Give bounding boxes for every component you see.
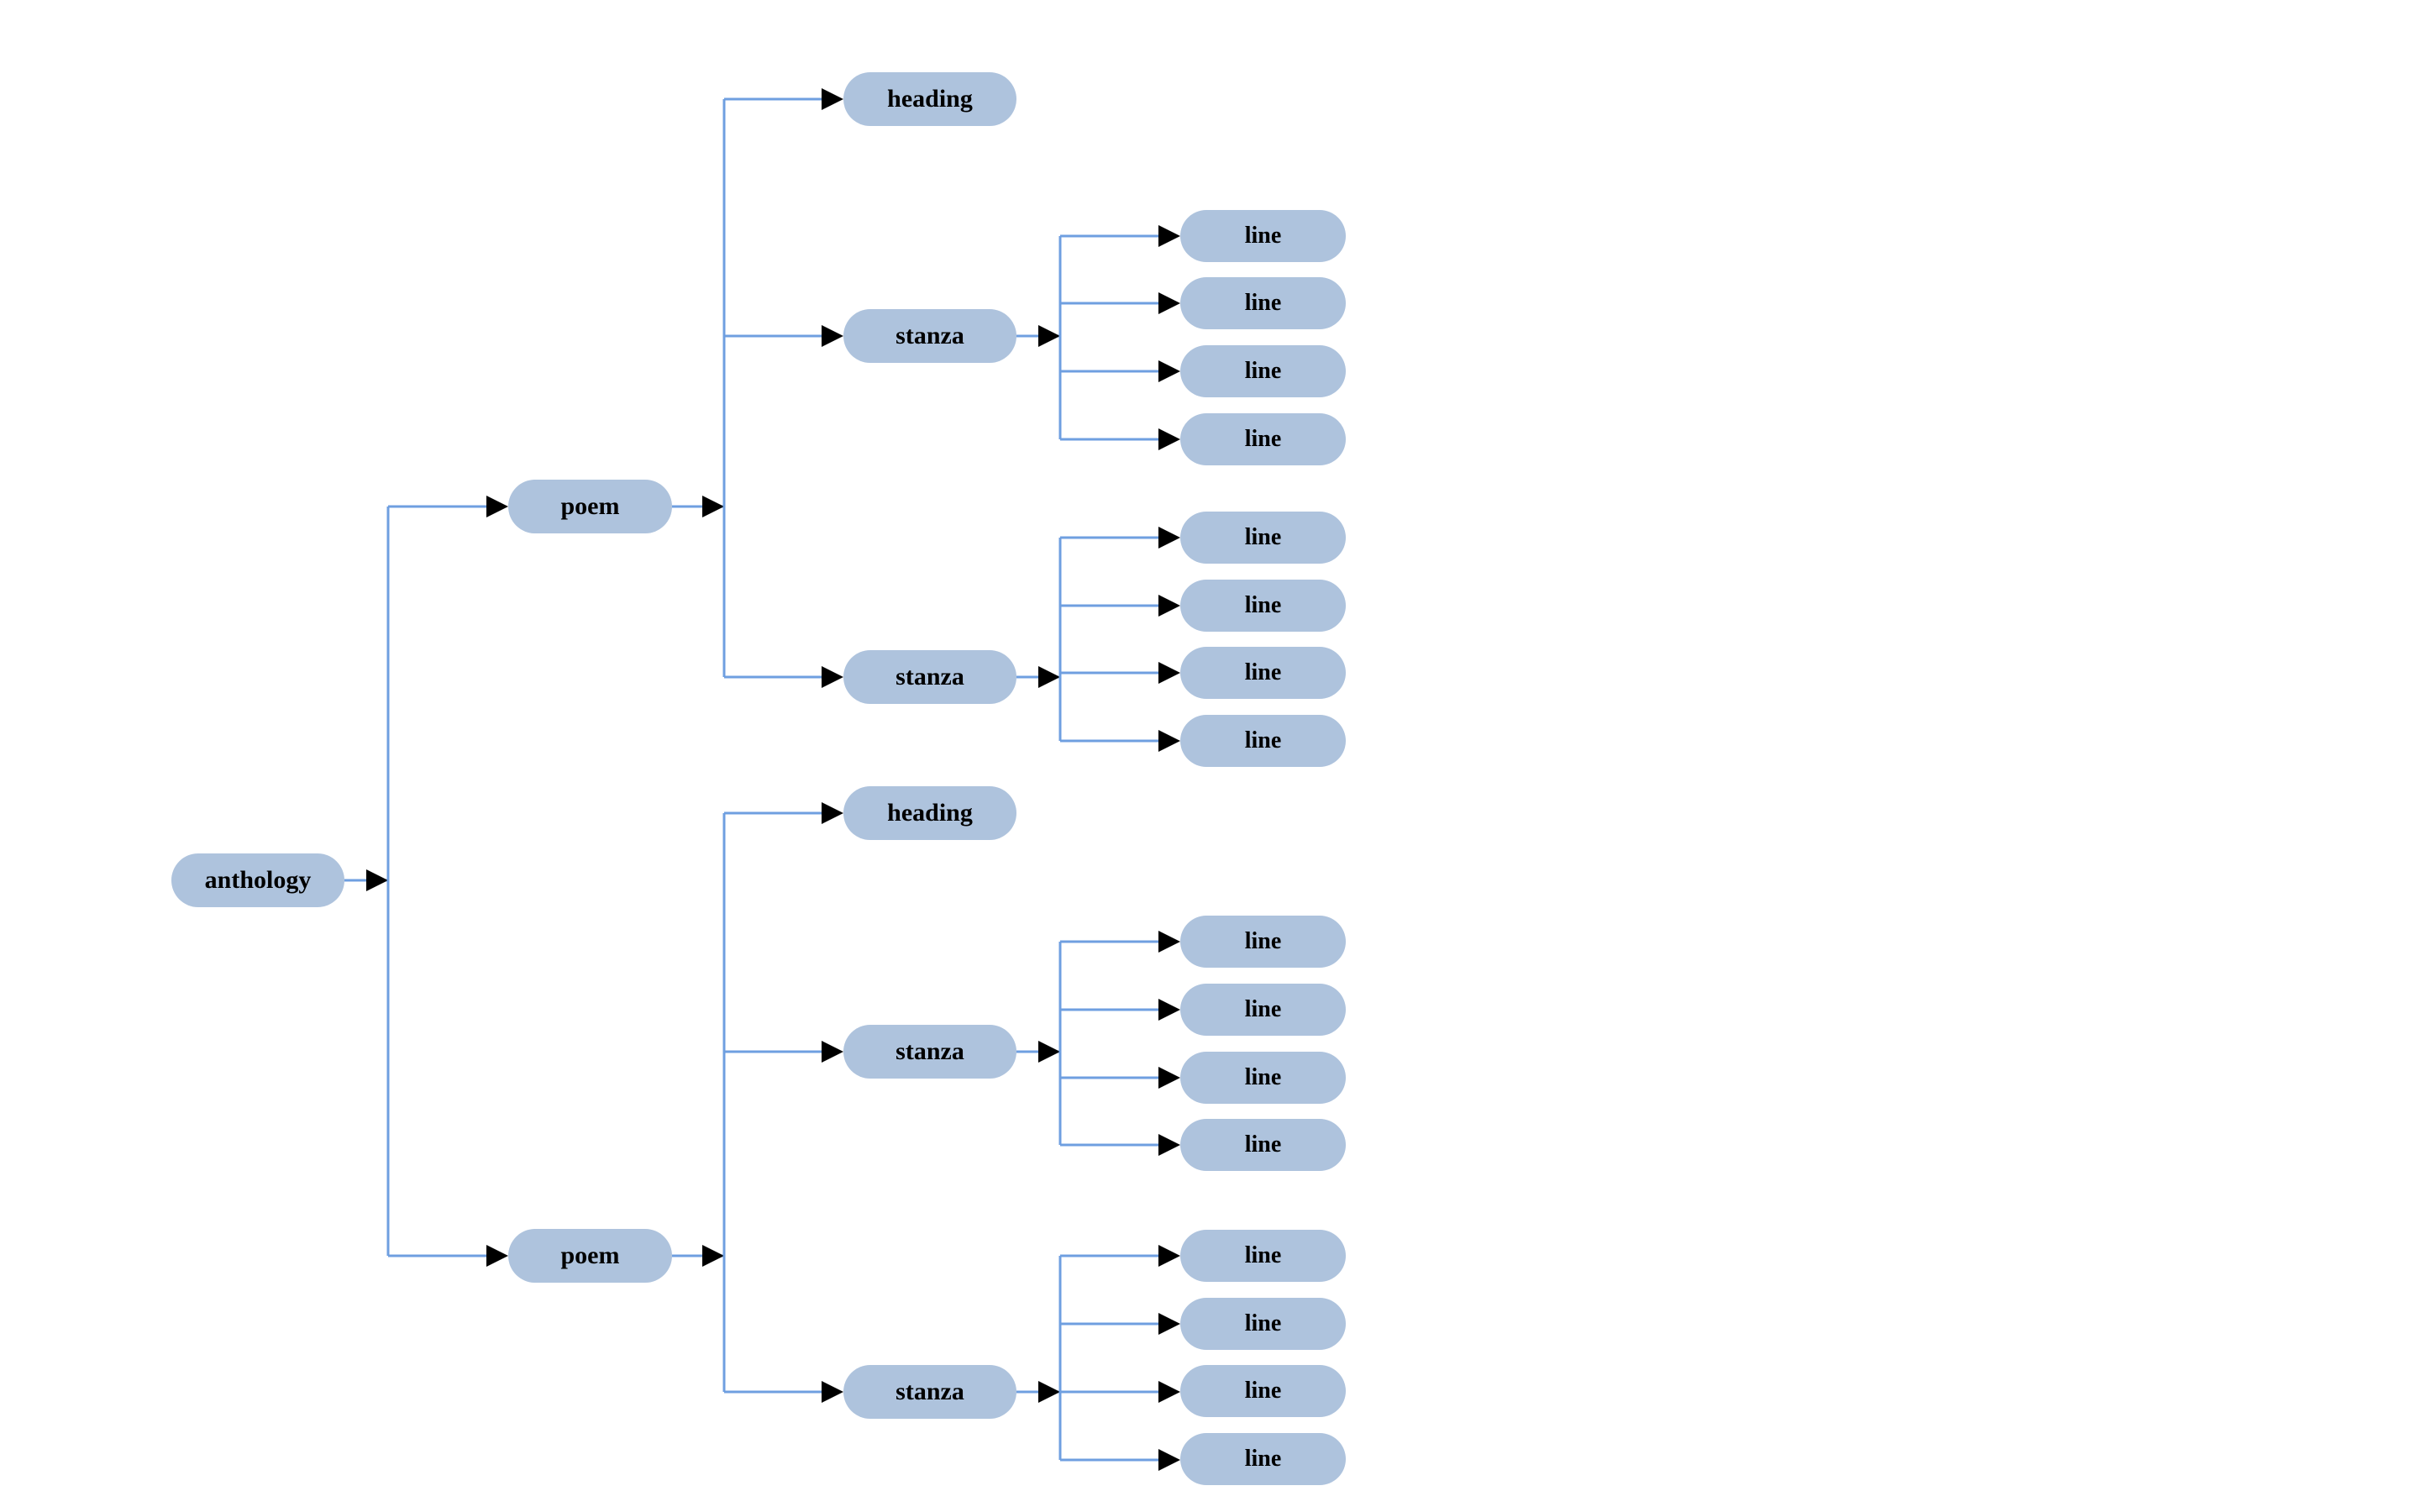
node-label: stanza <box>895 1378 964 1405</box>
node-label: stanza <box>895 1037 964 1065</box>
node-line-1b-2[interactable]: line <box>1180 580 1346 632</box>
node-line-1a-1[interactable]: line <box>1180 210 1346 262</box>
arrowhead-heading-1 <box>822 88 843 110</box>
arrowhead-line-2b-2 <box>1158 1313 1180 1335</box>
node-label: poem <box>560 1242 620 1269</box>
node-line-2a-3[interactable]: line <box>1180 1052 1346 1104</box>
node-label: line <box>1244 592 1282 618</box>
node-label: line <box>1244 727 1282 753</box>
arrowhead-line-2a-1 <box>1158 931 1180 953</box>
node-line-2a-2[interactable]: line <box>1180 984 1346 1036</box>
arrowhead-into-bus-stanza-1b <box>1038 666 1060 688</box>
node-line-2b-2[interactable]: line <box>1180 1298 1346 1350</box>
arrowhead-heading-2 <box>822 802 843 824</box>
node-line-2b-1[interactable]: line <box>1180 1230 1346 1282</box>
arrowhead-line-1a-4 <box>1158 428 1180 450</box>
node-label: line <box>1244 1378 1282 1404</box>
node-label: heading <box>887 85 973 113</box>
node-label: line <box>1244 426 1282 452</box>
edge-group <box>344 88 1180 1471</box>
node-heading-1[interactable]: heading <box>843 72 1016 126</box>
node-line-1a-4[interactable]: line <box>1180 413 1346 465</box>
node-line-1b-1[interactable]: line <box>1180 512 1346 564</box>
node-label: line <box>1244 1446 1282 1472</box>
node-heading-2[interactable]: heading <box>843 786 1016 840</box>
arrowhead-poem-2 <box>486 1245 508 1267</box>
node-label: line <box>1244 1242 1282 1268</box>
node-line-1a-2[interactable]: line <box>1180 277 1346 329</box>
node-label: line <box>1244 659 1282 685</box>
node-label: poem <box>560 492 620 520</box>
node-label: heading <box>887 799 973 827</box>
arrowhead-line-1a-2 <box>1158 292 1180 314</box>
node-line-2a-1[interactable]: line <box>1180 916 1346 968</box>
arrowhead-line-2a-4 <box>1158 1134 1180 1156</box>
arrowhead-poem-1 <box>486 496 508 517</box>
arrowhead-into-bus-poem-2 <box>702 1245 724 1267</box>
node-label: line <box>1244 1131 1282 1158</box>
node-label: line <box>1244 223 1282 249</box>
arrowhead-into-bus-anthology <box>366 869 388 891</box>
arrowhead-line-1b-4 <box>1158 730 1180 752</box>
node-stanza-1b[interactable]: stanza <box>843 650 1016 704</box>
arrowhead-into-bus-stanza-2b <box>1038 1381 1060 1403</box>
node-stanza-1a[interactable]: stanza <box>843 309 1016 363</box>
arrowhead-line-1b-3 <box>1158 662 1180 684</box>
node-label: line <box>1244 358 1282 384</box>
arrowhead-line-1b-1 <box>1158 527 1180 549</box>
arrowhead-stanza-2a <box>822 1041 843 1063</box>
arrowhead-line-1a-3 <box>1158 360 1180 382</box>
arrowhead-stanza-2b <box>822 1381 843 1403</box>
node-label: line <box>1244 996 1282 1022</box>
node-label: line <box>1244 1310 1282 1336</box>
arrowhead-line-2b-3 <box>1158 1381 1180 1403</box>
arrowhead-line-1b-2 <box>1158 595 1180 617</box>
node-line-2a-4[interactable]: line <box>1180 1119 1346 1171</box>
node-label: stanza <box>895 663 964 690</box>
node-stanza-2b[interactable]: stanza <box>843 1365 1016 1419</box>
node-poem-2[interactable]: poem <box>508 1229 672 1283</box>
arrowhead-line-1a-1 <box>1158 225 1180 247</box>
node-stanza-2a[interactable]: stanza <box>843 1025 1016 1079</box>
arrowhead-stanza-1b <box>822 666 843 688</box>
node-label: line <box>1244 524 1282 550</box>
arrowhead-into-bus-stanza-2a <box>1038 1041 1060 1063</box>
arrowhead-stanza-1a <box>822 325 843 347</box>
arrowhead-into-bus-stanza-1a <box>1038 325 1060 347</box>
arrowhead-line-2a-3 <box>1158 1067 1180 1089</box>
node-label: line <box>1244 290 1282 316</box>
node-label: stanza <box>895 322 964 349</box>
arrowhead-line-2b-4 <box>1158 1449 1180 1471</box>
node-line-1a-3[interactable]: line <box>1180 345 1346 397</box>
node-line-1b-3[interactable]: line <box>1180 647 1346 699</box>
node-line-2b-4[interactable]: line <box>1180 1433 1346 1485</box>
arrowhead-into-bus-poem-1 <box>702 496 724 517</box>
node-anthology[interactable]: anthology <box>171 853 344 907</box>
node-line-2b-3[interactable]: line <box>1180 1365 1346 1417</box>
node-poem-1[interactable]: poem <box>508 480 672 533</box>
arrowhead-line-2a-2 <box>1158 999 1180 1021</box>
node-line-1b-4[interactable]: line <box>1180 715 1346 767</box>
arrowhead-line-2b-1 <box>1158 1245 1180 1267</box>
node-label: line <box>1244 928 1282 954</box>
node-label: anthology <box>204 866 312 894</box>
node-label: line <box>1244 1064 1282 1090</box>
